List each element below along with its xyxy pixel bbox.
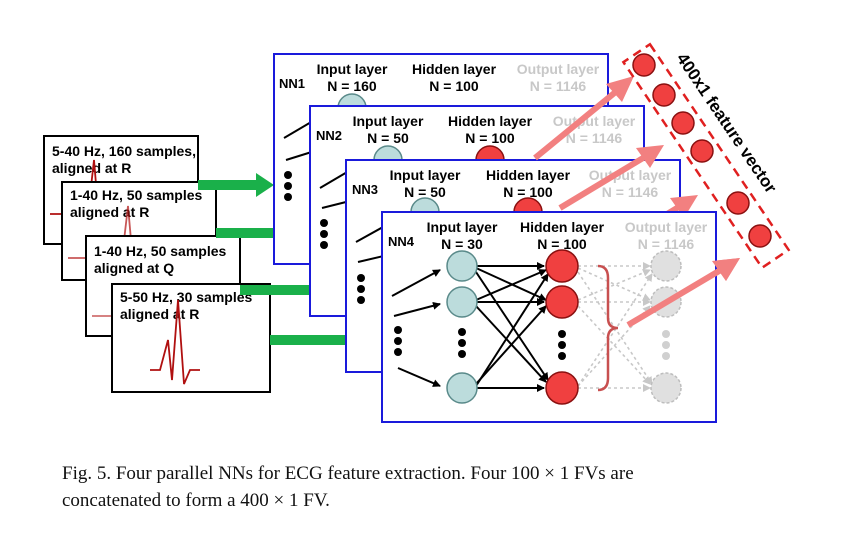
green-arrow-1 bbox=[198, 173, 274, 197]
fv-node-2 bbox=[652, 83, 676, 107]
nn4-input-node-3 bbox=[446, 372, 478, 404]
nn3-hidden-n: N = 100 bbox=[503, 184, 553, 200]
nn1-hidden-title: Hidden layer bbox=[412, 61, 497, 77]
nn4-hidden-node-3 bbox=[545, 371, 579, 405]
signal-card-2-line1: 1-40 Hz, 50 samples bbox=[70, 187, 203, 203]
nn3-input-n: N = 50 bbox=[404, 184, 446, 200]
nn4-output-node-3 bbox=[650, 372, 682, 404]
pink-arrow-2 bbox=[558, 152, 650, 211]
signal-card-1-line2: aligned at R bbox=[52, 160, 131, 176]
fv-node-5 bbox=[726, 191, 750, 215]
nn2-output-n: N = 1146 bbox=[566, 130, 623, 146]
fv-node-6 bbox=[748, 224, 772, 248]
nn4-input-node-1 bbox=[446, 250, 478, 282]
fv-node-3 bbox=[671, 111, 695, 135]
nn4-input-n: N = 30 bbox=[441, 236, 483, 252]
signal-card-3-line2: aligned at Q bbox=[94, 260, 174, 276]
nn4-hidden-n: N = 100 bbox=[537, 236, 587, 252]
signal-card-3-line1: 1-40 Hz, 50 samples bbox=[94, 243, 227, 259]
nn2-input-n: N = 50 bbox=[367, 130, 409, 146]
nn3-hidden-title: Hidden layer bbox=[486, 167, 571, 183]
fv-node-1 bbox=[632, 53, 656, 77]
nn4-output-title: Output layer bbox=[625, 219, 708, 235]
caption-line-2: concatenated to form a 400 × 1 FV. bbox=[62, 490, 330, 511]
nn2-hidden-n: N = 100 bbox=[465, 130, 515, 146]
nn1-label: NN1 bbox=[279, 76, 305, 91]
hidden-layer-brace bbox=[597, 264, 619, 392]
nn1-hidden-n: N = 100 bbox=[429, 78, 479, 94]
nn4-input-title: Input layer bbox=[427, 219, 498, 235]
nn3-input-title: Input layer bbox=[390, 167, 461, 183]
nn4-label: NN4 bbox=[388, 234, 415, 249]
nn4-output-node-1 bbox=[650, 250, 682, 282]
nn3-label: NN3 bbox=[352, 182, 378, 197]
nn1-output-title: Output layer bbox=[517, 61, 600, 77]
nn2-input-title: Input layer bbox=[353, 113, 424, 129]
nn4-output-n: N = 1146 bbox=[638, 236, 695, 252]
fv-node-4 bbox=[690, 139, 714, 163]
ecg-trace-4 bbox=[150, 299, 200, 385]
figure-caption: Fig. 5. Four parallel NNs for ECG featur… bbox=[62, 460, 822, 514]
network-nn4: NN4 Input layer N = 30 Hidden layer N = … bbox=[381, 211, 717, 423]
nn2-hidden-title: Hidden layer bbox=[448, 113, 533, 129]
signal-card-2-line2: aligned at R bbox=[70, 204, 149, 220]
signal-card-4-line2: aligned at R bbox=[120, 306, 199, 322]
nn1-input-title: Input layer bbox=[317, 61, 388, 77]
nn3-output-n: N = 1146 bbox=[602, 184, 659, 200]
nn4-hidden-title: Hidden layer bbox=[520, 219, 605, 235]
nn4-hidden-node-2 bbox=[545, 285, 579, 319]
nn4-input-node-2 bbox=[446, 286, 478, 318]
nn2-label: NN2 bbox=[316, 128, 342, 143]
nn4-hidden-node-1 bbox=[545, 249, 579, 283]
nn1-output-n: N = 1146 bbox=[530, 78, 587, 94]
caption-line-1: Fig. 5. Four parallel NNs for ECG featur… bbox=[62, 463, 634, 484]
pink-arrow-1 bbox=[533, 87, 620, 161]
nn2-output-title: Output layer bbox=[553, 113, 636, 129]
signal-card-1-line1: 5-40 Hz, 160 samples, bbox=[52, 143, 196, 159]
nn1-input-n: N = 160 bbox=[327, 78, 377, 94]
signal-card-4: 5-50 Hz, 30 samples aligned at R bbox=[111, 283, 271, 393]
signal-card-4-line1: 5-50 Hz, 30 samples bbox=[120, 289, 253, 305]
